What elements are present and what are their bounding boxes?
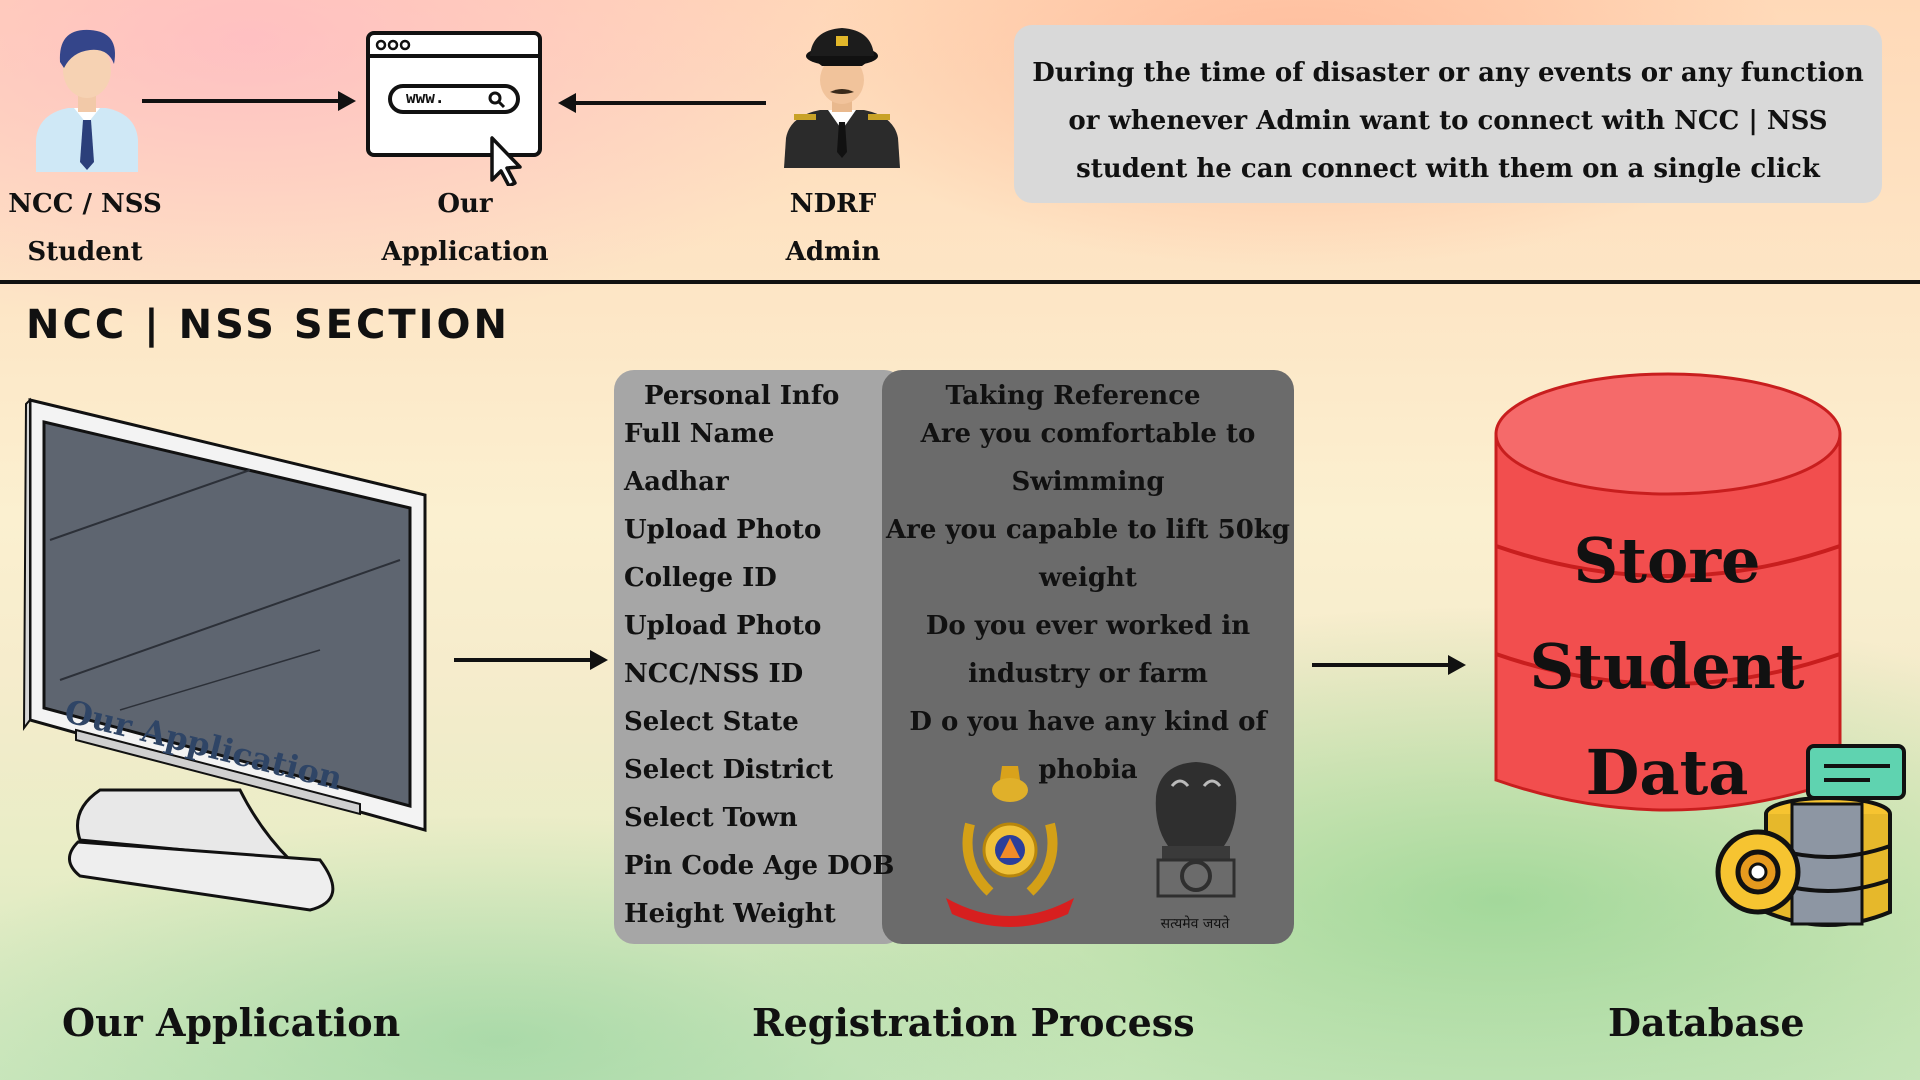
browser-window-icon [366,31,542,186]
monitor-icon [22,397,427,912]
personal-info-list: Personal Info Full Name Aadhar Upload Ph… [624,370,914,938]
personal-item: Select Town [624,803,798,833]
student-label-line2: Student [27,237,143,267]
database-cylinder-icon [1494,372,1842,812]
reference-line: Are you comfortable to [920,419,1256,449]
personal-info-header: Personal Info [644,381,840,411]
personal-item: Select District [624,755,834,785]
reference-line: Swimming [1011,467,1165,497]
personal-item: Full Name [624,419,775,449]
personal-item: Select State [624,707,799,737]
arrow-admin-to-app [576,101,766,105]
ndrf-emblem-icon [946,766,1074,927]
arrow-student-to-app [142,99,342,103]
reference-line: industry or farm [968,659,1208,689]
reference-line: phobia [1038,755,1138,785]
database-text-line3: Data [1585,736,1749,809]
personal-item: College ID [624,563,777,593]
server-gear-icon [1715,744,1906,927]
arrow-app-to-registration [454,658,594,662]
reference-list: Taking Reference Are you comfortable to … [882,370,1294,794]
bottom-label-database: Database [1608,1000,1805,1045]
personal-item: NCC/NSS ID [624,659,804,689]
personal-item: Upload Photo [624,611,822,641]
app-label-line1: Our [437,189,493,219]
app-label-line2: Application [381,237,549,267]
arrow-head-right [590,650,608,670]
personal-item: Pin Code Age DOB [624,851,895,881]
reference-line: weight [1039,563,1137,593]
arrow-head-left [558,93,576,113]
student-icon [36,29,138,172]
arrow-registration-to-database [1312,663,1452,667]
admin-label-line1: NDRF [789,189,877,219]
emblem-caption: सत्यमेव जयते [1160,916,1230,932]
personal-item: Upload Photo [624,515,822,545]
section-divider [0,280,1920,284]
admin-label-line2: Admin [785,237,881,267]
browser-url-text: www. [406,88,445,107]
arrow-head-right [338,91,356,111]
section-title: NCC | NSS SECTION [26,302,511,348]
personal-info-panel [614,370,904,944]
bottom-label-registration: Registration Process [752,1000,1195,1045]
personal-item: Aadhar [624,467,729,497]
student-label-line1: NCC / NSS [8,189,162,219]
reference-line: D o you have any kind of [909,707,1267,737]
bottom-label-application: Our Application [62,1000,401,1045]
database-text-line2: Student [1529,630,1805,703]
app-label: Our Application [375,180,555,276]
admin-label: NDRF Admin [748,180,918,276]
database-text-line1: Store [1573,524,1761,597]
personal-item: Height Weight [624,899,836,929]
arrow-head-right [1448,655,1466,675]
info-box: During the time of disaster or any event… [1014,25,1882,203]
reference-header: Taking Reference [945,381,1201,411]
ndrf-officer-icon [784,28,900,168]
ashoka-emblem-icon [1155,762,1237,898]
reference-line: Are you capable to lift 50kg [885,515,1290,545]
reference-line: Do you ever worked in [925,611,1251,641]
student-label: NCC / NSS Student [0,180,170,276]
